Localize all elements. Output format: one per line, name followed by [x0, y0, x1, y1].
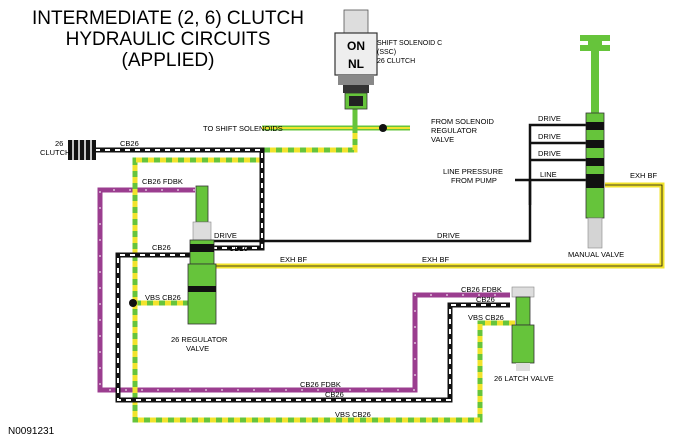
cb26-fdbk-label-latch: CB26 FDBK [461, 285, 502, 294]
from-solenoid-reg-label-1: FROM SOLENOID [431, 117, 495, 126]
drive-label-3: DRIVE [538, 149, 561, 158]
exh-bf-label-right: EXH BF [630, 171, 658, 180]
cb26-label-left: CB26 [152, 243, 171, 252]
drive-label-1: DRIVE [538, 114, 561, 123]
title-line-3: (APPLIED) [121, 50, 215, 71]
drive-label-reg: DRIVE [214, 231, 237, 240]
solenoid-text: ON NL SHIFT SOLENOID C (SSC) 26 CLUTCH [347, 39, 442, 71]
title-line-1: INTERMEDIATE (2, 6) CLUTCH [31, 8, 304, 29]
regulator-label-2: VALVE [186, 344, 209, 353]
regulator-valve-26 [187, 185, 217, 325]
solenoid-label-3: 26 CLUTCH [377, 58, 415, 65]
latch-valve-26 [511, 286, 535, 371]
cb26-fdbk-label-left: CB26 FDBK [142, 177, 183, 186]
vbs-cb26-label-left: VBS CB26 [145, 293, 181, 302]
drive-label-bottom: DRIVE [437, 231, 460, 240]
solenoid-on-label: ON [347, 39, 365, 53]
solenoid-nl-label: NL [348, 57, 364, 71]
shift-solenoid-c [334, 9, 378, 110]
cb26-label-top: CB26 [120, 139, 139, 148]
from-solenoid-reg-label-3: VALVE [431, 135, 454, 144]
solenoid-label-1: SHIFT SOLENOID C [377, 40, 442, 47]
drive-label-2: DRIVE [538, 132, 561, 141]
exh-bf-label-mid: EXH BF [422, 255, 450, 264]
regulator-label-1: 26 REGULATOR [171, 335, 228, 344]
vbs-cb26-label-bottom: VBS CB26 [335, 410, 371, 419]
line-pressure-label-1: LINE PRESSURE [443, 167, 503, 176]
cb26-label-reg: CB26 [229, 244, 248, 253]
exh-bf-label-left: EXH BF [280, 255, 308, 264]
clutch-label-2: CLUTCH [40, 148, 70, 157]
vbs-cb26-label-latch: VBS CB26 [468, 313, 504, 322]
manual-valve-label: MANUAL VALVE [568, 250, 624, 259]
clutch-label-1: 26 [55, 139, 63, 148]
latch-valve-label: 26 LATCH VALVE [494, 374, 554, 383]
solenoid-label-2: (SSC) [377, 49, 396, 56]
cb26-fdbk-label-bottom: CB26 FDBK [300, 380, 341, 389]
from-solenoid-reg-label-2: REGULATOR [431, 126, 478, 135]
clutch-26 [68, 140, 96, 160]
cb26-label-bottom: CB26 [325, 390, 344, 399]
cb26-circuit [95, 147, 510, 403]
to-shift-solenoids-label: TO SHIFT SOLENOIDS [203, 124, 283, 133]
drive-line-circuit [210, 123, 590, 243]
manual-valve [580, 35, 610, 249]
title-line-2: HYDRAULIC CIRCUITS [65, 29, 271, 50]
diagram-title: INTERMEDIATE (2, 6) CLUTCH HYDRAULIC CIR… [18, 8, 318, 71]
cb26-fdbk-circuit [97, 187, 510, 393]
junction-dots [129, 124, 387, 307]
exh-bf-circuit [190, 182, 665, 269]
circuit-labels: TO SHIFT SOLENOIDS FROM SOLENOID REGULAT… [40, 114, 658, 419]
line-pressure-label-2: FROM PUMP [451, 176, 497, 185]
figure-id: N0091231 [8, 426, 55, 437]
cb26-label-latch: CB26 [476, 295, 495, 304]
line-label: LINE [540, 170, 557, 179]
